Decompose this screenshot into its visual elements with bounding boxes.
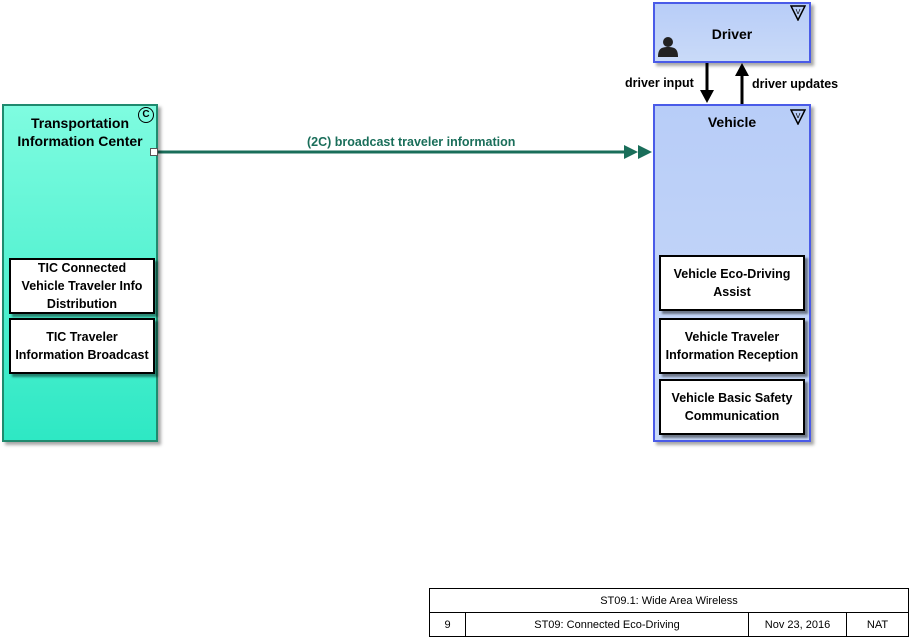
vehicle-function-eco-driving-assist[interactable]: Vehicle Eco-Driving Assist [659, 255, 805, 311]
tic-function-traveler-info-broadcast[interactable]: TIC Traveler Information Broadcast [9, 318, 155, 374]
title-block-service: ST09: Connected Eco-Driving [465, 613, 748, 637]
title-block-number: 9 [444, 619, 451, 631]
vehicle-title: Vehicle [707, 114, 757, 130]
driver-input-arrowhead [700, 90, 714, 103]
function-label: TIC Traveler Information Broadcast [15, 330, 149, 362]
tic-port [150, 148, 158, 156]
driver-updates-arrowhead [735, 63, 749, 76]
function-label: TIC Connected Vehicle Traveler Info Dist… [21, 261, 143, 311]
title-block: ST09.1: Wide Area Wireless 9 ST09: Conne… [429, 588, 909, 637]
svg-text:V: V [796, 8, 801, 16]
person-icon [658, 37, 678, 57]
function-label: Vehicle Basic Safety Communication [671, 391, 793, 423]
title-block-scope: NAT [846, 613, 908, 637]
tic-function-traveler-info-distribution[interactable]: TIC Connected Vehicle Traveler Info Dist… [9, 258, 155, 314]
title-block-date: Nov 23, 2016 [748, 613, 846, 637]
function-label: Vehicle Traveler Information Reception [665, 330, 799, 362]
vehicle-class-triangle-icon: V [790, 109, 806, 125]
tic-title: Transportation Information Center [17, 115, 143, 149]
tic-element-box[interactable]: Transportation Information Center C TIC … [2, 104, 158, 442]
driver-element-box[interactable]: Driver V [653, 2, 811, 63]
vehicle-function-basic-safety-communication[interactable]: Vehicle Basic Safety Communication [659, 379, 805, 435]
svg-text:V: V [796, 112, 801, 120]
vehicle-function-traveler-info-reception[interactable]: Vehicle Traveler Information Reception [659, 318, 805, 374]
driver-updates-label: driver updates [752, 77, 839, 91]
vehicle-class-triangle-icon: V [790, 5, 806, 21]
broadcast-flow-arrowhead-2 [638, 145, 652, 159]
center-badge-icon: C [138, 107, 154, 123]
vehicle-element-box[interactable]: Vehicle V Vehicle Eco-Driving Assist Veh… [653, 104, 811, 442]
driver-title: Driver [711, 26, 753, 42]
broadcast-flow-arrowhead-1 [624, 145, 638, 159]
title-block-heading: ST09.1: Wide Area Wireless [430, 589, 908, 613]
driver-input-label: driver input [625, 76, 694, 90]
broadcast-flow-label: (2C) broadcast traveler information [307, 135, 516, 149]
function-label: Vehicle Eco-Driving Assist [673, 267, 791, 299]
